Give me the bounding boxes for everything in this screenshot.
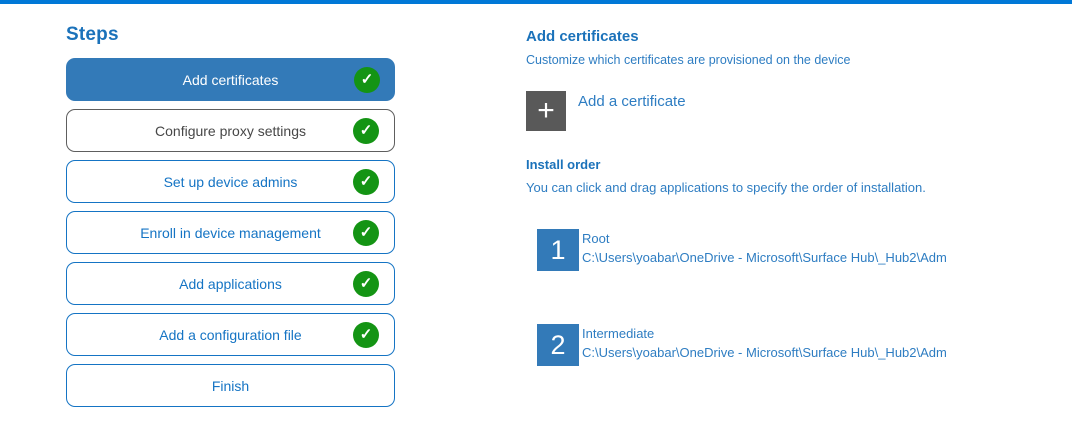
step-add-certificates[interactable]: Add certificates ✓ [66, 58, 395, 101]
step-add-applications[interactable]: Add applications ✓ [66, 262, 395, 305]
install-order-description: You can click and drag applications to s… [526, 180, 926, 195]
certificate-name: Root [582, 231, 610, 246]
certificate-path: C:\Users\yoabar\OneDrive - Microsoft\Sur… [582, 250, 947, 265]
step-set-up-device-admins[interactable]: Set up device admins ✓ [66, 160, 395, 203]
step-complete-check-icon: ✓ [353, 321, 379, 348]
certificate-info: Intermediate C:\Users\yoabar\OneDrive - … [582, 326, 947, 360]
step-label: Set up device admins [163, 173, 298, 190]
step-label: Add a configuration file [159, 326, 302, 343]
certificate-path: C:\Users\yoabar\OneDrive - Microsoft\Sur… [582, 345, 947, 360]
step-enroll-in-device-management[interactable]: Enroll in device management ✓ [66, 211, 395, 254]
step-label: Add applications [179, 275, 282, 292]
steps-panel-title: Steps [66, 24, 119, 45]
install-order-title: Install order [526, 157, 601, 172]
top-accent-bar [0, 0, 1072, 4]
order-number-badge[interactable]: 1 [537, 229, 579, 271]
step-label: Configure proxy settings [155, 122, 306, 139]
step-label: Add certificates [182, 71, 279, 88]
add-certificate-button[interactable]: + [526, 91, 566, 131]
step-complete-check-icon: ✓ [353, 168, 379, 195]
steps-list: Add certificates ✓ Configure proxy setti… [66, 58, 395, 415]
step-complete-check-icon: ✓ [353, 117, 379, 144]
step-complete-check-icon: ✓ [354, 66, 380, 93]
step-complete-check-icon: ✓ [353, 219, 379, 246]
step-label: Enroll in device management [140, 224, 321, 241]
step-finish[interactable]: Finish [66, 364, 395, 407]
step-add-a-configuration-file[interactable]: Add a configuration file ✓ [66, 313, 395, 356]
certificate-name: Intermediate [582, 326, 655, 341]
plus-icon: + [537, 94, 555, 127]
certificate-info: Root C:\Users\yoabar\OneDrive - Microsof… [582, 231, 947, 265]
order-number-badge[interactable]: 2 [537, 324, 579, 366]
page-subtitle: Customize which certificates are provisi… [526, 53, 851, 67]
add-certificate-label[interactable]: Add a certificate [578, 93, 686, 110]
step-configure-proxy-settings[interactable]: Configure proxy settings ✓ [66, 109, 395, 152]
install-order-item-intermediate[interactable]: 2 Intermediate C:\Users\yoabar\OneDrive … [537, 324, 1057, 366]
page-title: Add certificates [526, 28, 639, 45]
step-complete-check-icon: ✓ [353, 270, 379, 297]
install-order-item-root[interactable]: 1 Root C:\Users\yoabar\OneDrive - Micros… [537, 229, 1057, 271]
step-label: Finish [211, 377, 250, 394]
